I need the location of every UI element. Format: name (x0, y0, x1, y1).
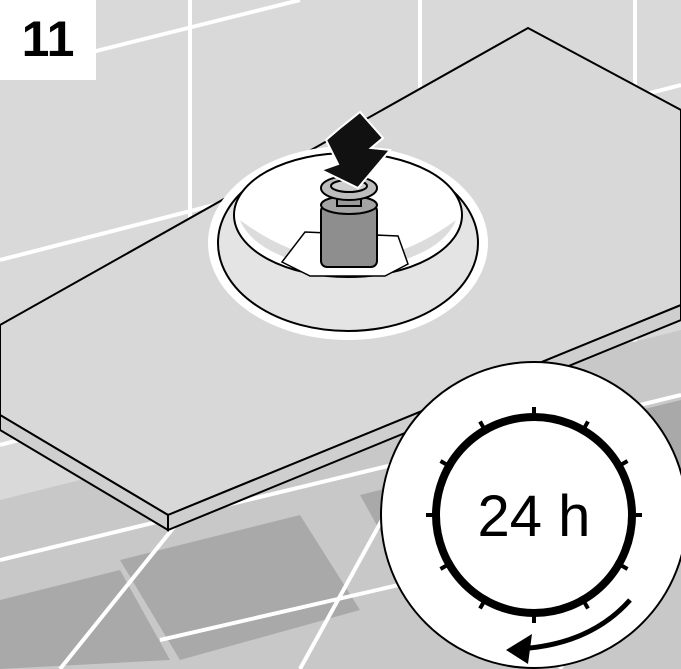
clock-ticks (426, 407, 642, 623)
clock-tick (579, 420, 590, 435)
timer: 24 h (380, 361, 681, 669)
rotate-arrow-icon (506, 598, 632, 664)
clock-tick (478, 595, 489, 610)
down-arrow-icon (318, 110, 392, 190)
clock-tick (439, 560, 454, 571)
timer-label: 24 h (478, 484, 591, 549)
clock-tick (579, 595, 590, 610)
step-number: 11 (22, 11, 75, 67)
clock-tick (478, 420, 489, 435)
weight-icon (320, 175, 378, 268)
clock-tick (439, 459, 454, 470)
step-badge: 11 (0, 0, 96, 80)
clock-tick (614, 560, 629, 571)
clock-tick (614, 459, 629, 470)
